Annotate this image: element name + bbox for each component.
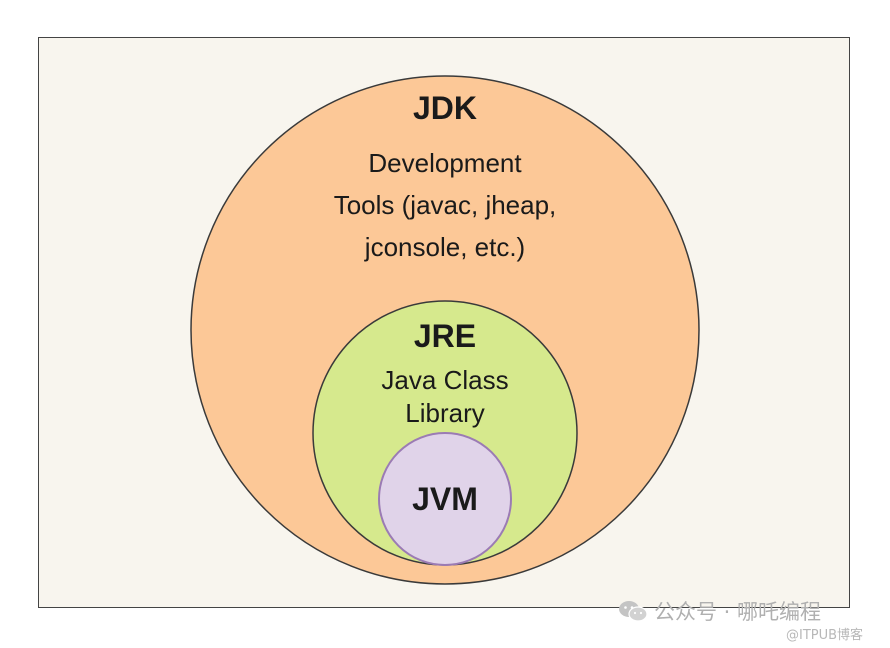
jdk-desc-line: Development xyxy=(368,148,522,178)
jre-title: JRE xyxy=(413,318,477,354)
jre-desc-line: Java Class xyxy=(381,365,509,395)
jdk-description: Development Tools (javac, jheap, jconsol… xyxy=(245,142,645,268)
watermark-sub: @ITPUB博客 xyxy=(786,628,864,643)
jre-desc-line: Library xyxy=(405,398,485,428)
watermark-text: 公众号 · 哪吒编程 xyxy=(654,600,822,624)
jvm-circle xyxy=(378,432,512,566)
jvm-title: JVM xyxy=(412,481,478,517)
jdk-title: JDK xyxy=(412,90,477,126)
wechat-icon xyxy=(619,601,648,622)
watermark: 公众号 · 哪吒编程 xyxy=(618,596,821,626)
jdk-desc-line: Tools (javac, jheap, xyxy=(333,190,557,220)
jre-description: Java Class Library xyxy=(320,364,570,430)
jdk-desc-line: jconsole, etc.) xyxy=(364,232,526,262)
